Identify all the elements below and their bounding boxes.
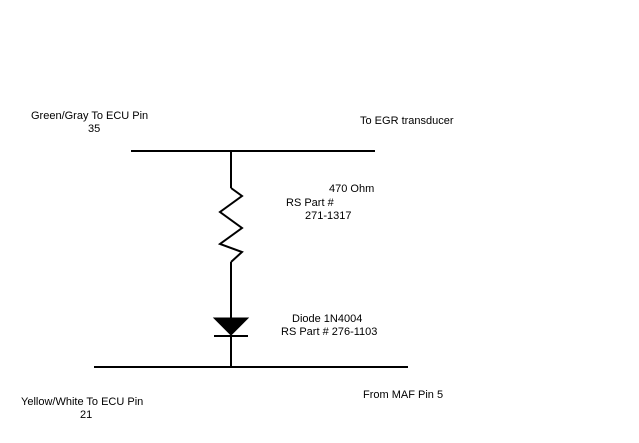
- resistor-symbol: [217, 187, 244, 263]
- top-right-label: To EGR transducer: [360, 115, 454, 127]
- top-left-label-line1: Green/Gray To ECU Pin: [31, 110, 149, 122]
- resistor-value-label: 470 Ohm: [329, 183, 375, 195]
- bottom-right-label: From MAF Pin 5: [363, 389, 444, 401]
- top-left-label-line2: 35: [88, 123, 101, 135]
- diode-symbol: [212, 317, 250, 336]
- bottom-left-label-line2: 21: [80, 409, 93, 421]
- resistor-part-label-line1: RS Part #: [286, 197, 334, 209]
- diode-name-label: Diode 1N4004: [292, 313, 363, 325]
- bottom-left-label-line1: Yellow/White To ECU Pin: [21, 396, 144, 408]
- resistor-part-label-line2: 271-1317: [305, 210, 352, 222]
- diode-part-label: RS Part # 276-1103: [281, 326, 378, 338]
